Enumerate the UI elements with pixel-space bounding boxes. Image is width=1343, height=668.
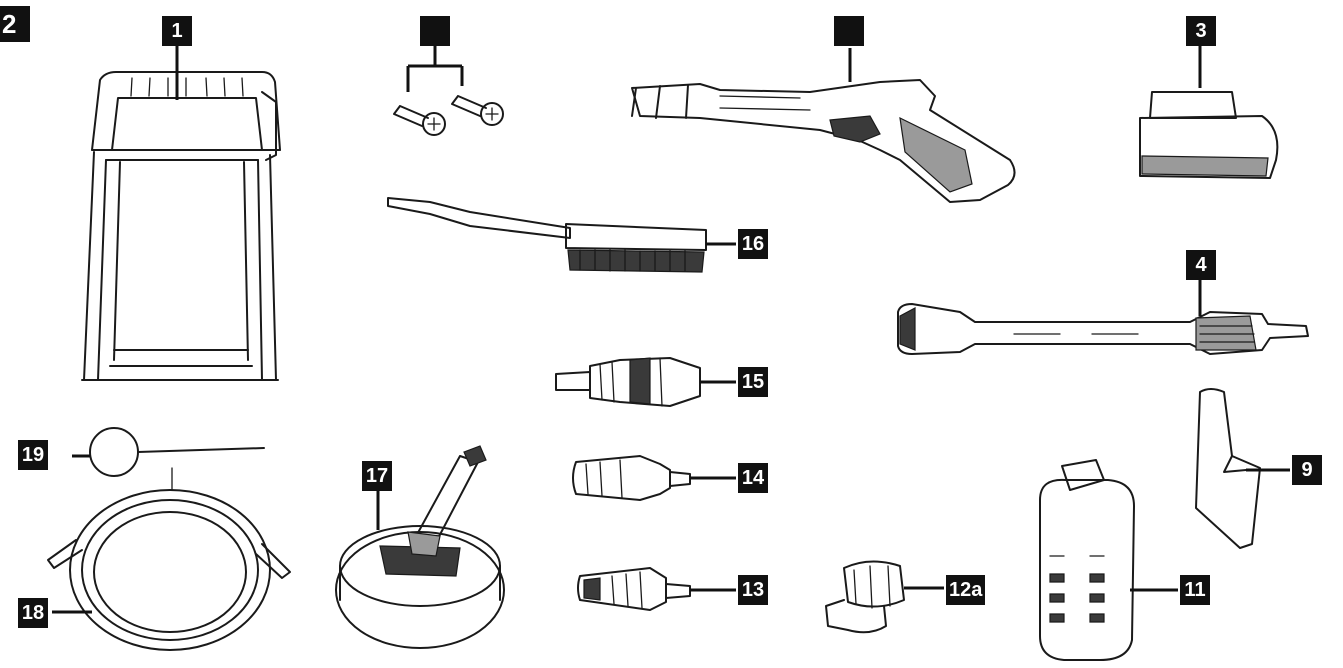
part-label-1: 1: [162, 16, 192, 46]
nozzle-14-drawing: [572, 455, 736, 501]
hose-connector-drawing: [825, 560, 944, 634]
part-label-screws: [420, 16, 450, 46]
lance-drawing: [897, 280, 1309, 355]
part-label-19: 19: [18, 440, 48, 470]
part-label-12a: 12a: [946, 575, 986, 605]
spray-gun-drawing: [631, 48, 1016, 203]
figure-number: 2: [0, 6, 30, 42]
part-label-17: 17: [362, 461, 392, 491]
bottle-drawing: [1039, 459, 1178, 661]
part-label-3: 3: [1186, 16, 1216, 46]
screws-drawing: [393, 46, 504, 136]
nozzle-15-drawing: [555, 357, 736, 407]
hose-drawing: [47, 467, 291, 651]
part-label-13: 13: [738, 575, 768, 605]
holder-drawing: [1195, 388, 1290, 549]
nozzle-13-drawing: [577, 567, 736, 611]
tank-drawing: [1139, 46, 1279, 179]
part-label-4: 4: [1186, 250, 1216, 280]
surface-cleaner-drawing: [335, 445, 505, 649]
brush-drawing: [387, 197, 736, 273]
part-label-11: 11: [1180, 575, 1210, 605]
part-label-18: 18: [18, 598, 48, 628]
part-label-gun: [834, 16, 864, 46]
part-label-9: 9: [1292, 455, 1322, 485]
frame-drawing: [81, 71, 281, 381]
part-label-16: 16: [738, 229, 768, 259]
part-label-14: 14: [738, 463, 768, 493]
part-label-15: 15: [738, 367, 768, 397]
cleaning-needle-drawing: [72, 427, 265, 477]
